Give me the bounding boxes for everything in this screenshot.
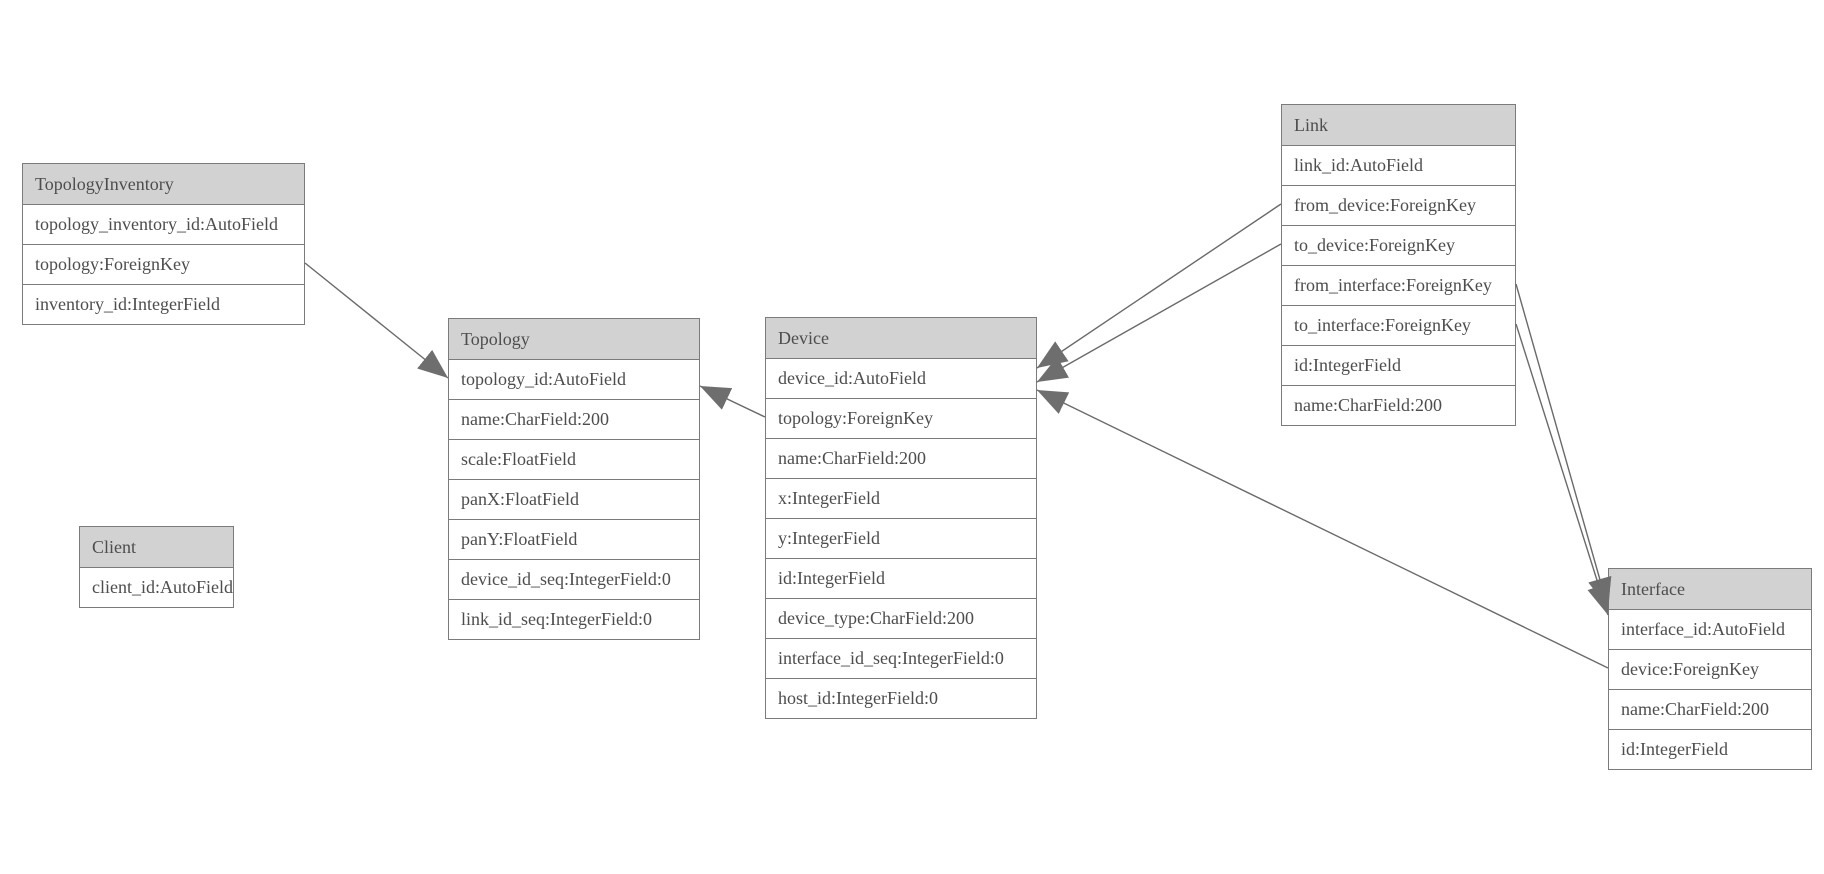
entity-title: Client: [80, 527, 233, 567]
entity-field-row: id:IntegerField: [1282, 345, 1515, 385]
entity-field-row: x:IntegerField: [766, 478, 1036, 518]
entity-field-row: topology_inventory_id:AutoField: [23, 204, 304, 244]
relation-topologyinventory-topology: [304, 262, 449, 379]
entity-field-row: device_id_seq:IntegerField:0: [449, 559, 699, 599]
entity-field-row: to_device:ForeignKey: [1282, 225, 1515, 265]
entity-field-row: to_interface:ForeignKey: [1282, 305, 1515, 345]
entity-field-row: from_interface:ForeignKey: [1282, 265, 1515, 305]
entity-field-row: from_device:ForeignKey: [1282, 185, 1515, 225]
entity-field-row: inventory_id:IntegerField: [23, 284, 304, 324]
entity-field-row: link_id:AutoField: [1282, 145, 1515, 185]
entity-title: Interface: [1609, 569, 1811, 609]
entity-field-row: host_id:IntegerField:0: [766, 678, 1036, 718]
entity-field-row: topology_id:AutoField: [449, 359, 699, 399]
entity-title: TopologyInventory: [23, 164, 304, 204]
entity-field-row: interface_id:AutoField: [1609, 609, 1811, 649]
entity-field-row: panY:FloatField: [449, 519, 699, 559]
entity-field-row: interface_id_seq:IntegerField:0: [766, 638, 1036, 678]
entity-field-row: name:CharField:200: [449, 399, 699, 439]
entity-field-row: client_id:AutoField: [80, 567, 233, 607]
entity-title: Topology: [449, 319, 699, 359]
entity-field-row: name:CharField:200: [1282, 385, 1515, 425]
entity-field-row: scale:FloatField: [449, 439, 699, 479]
entity-field-row: device_type:CharField:200: [766, 598, 1036, 638]
entity-title: Device: [766, 318, 1036, 358]
relation-link-interface: [1515, 283, 1612, 609]
entity-field-row: panX:FloatField: [449, 479, 699, 519]
relation-link-interface: [1515, 323, 1611, 616]
entity-field-row: id:IntegerField: [766, 558, 1036, 598]
relation-link-device: [1036, 243, 1282, 383]
entity-title: Link: [1282, 105, 1515, 145]
entity-field-row: link_id_seq:IntegerField:0: [449, 599, 699, 639]
entity-field-row: y:IntegerField: [766, 518, 1036, 558]
entity-field-row: topology:ForeignKey: [766, 398, 1036, 438]
entity-field-row: topology:ForeignKey: [23, 244, 304, 284]
entity-field-row: name:CharField:200: [766, 438, 1036, 478]
relation-interface-device: [1036, 389, 1609, 669]
relation-link-device: [1036, 203, 1282, 369]
entity-field-row: name:CharField:200: [1609, 689, 1811, 729]
entity-field-row: device_id:AutoField: [766, 358, 1036, 398]
entity-field-row: device:ForeignKey: [1609, 649, 1811, 689]
entity-field-row: id:IntegerField: [1609, 729, 1811, 769]
relation-device-topology: [699, 385, 766, 418]
